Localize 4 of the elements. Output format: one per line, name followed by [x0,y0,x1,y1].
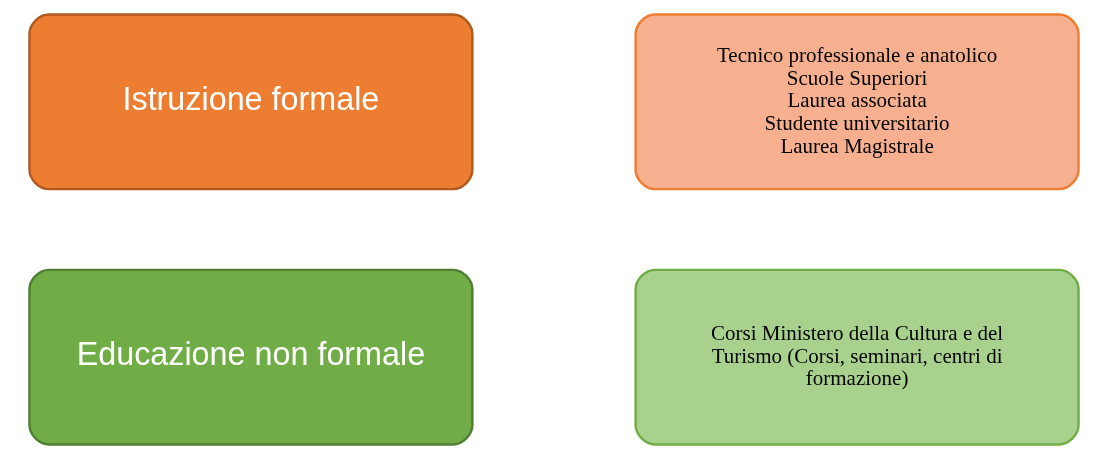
node-box: Educazione non formale [28,268,474,446]
node-box: Istruzione formale [28,13,474,191]
node-box: Corsi Ministero della Cultura e del Turismo (Corsi, seminari, centri di formazione) [634,268,1080,446]
node-box: Tecnico professionale e anatolico Scuole Superiori Laurea associata Studente universitario Laurea Magistrale [634,13,1080,191]
